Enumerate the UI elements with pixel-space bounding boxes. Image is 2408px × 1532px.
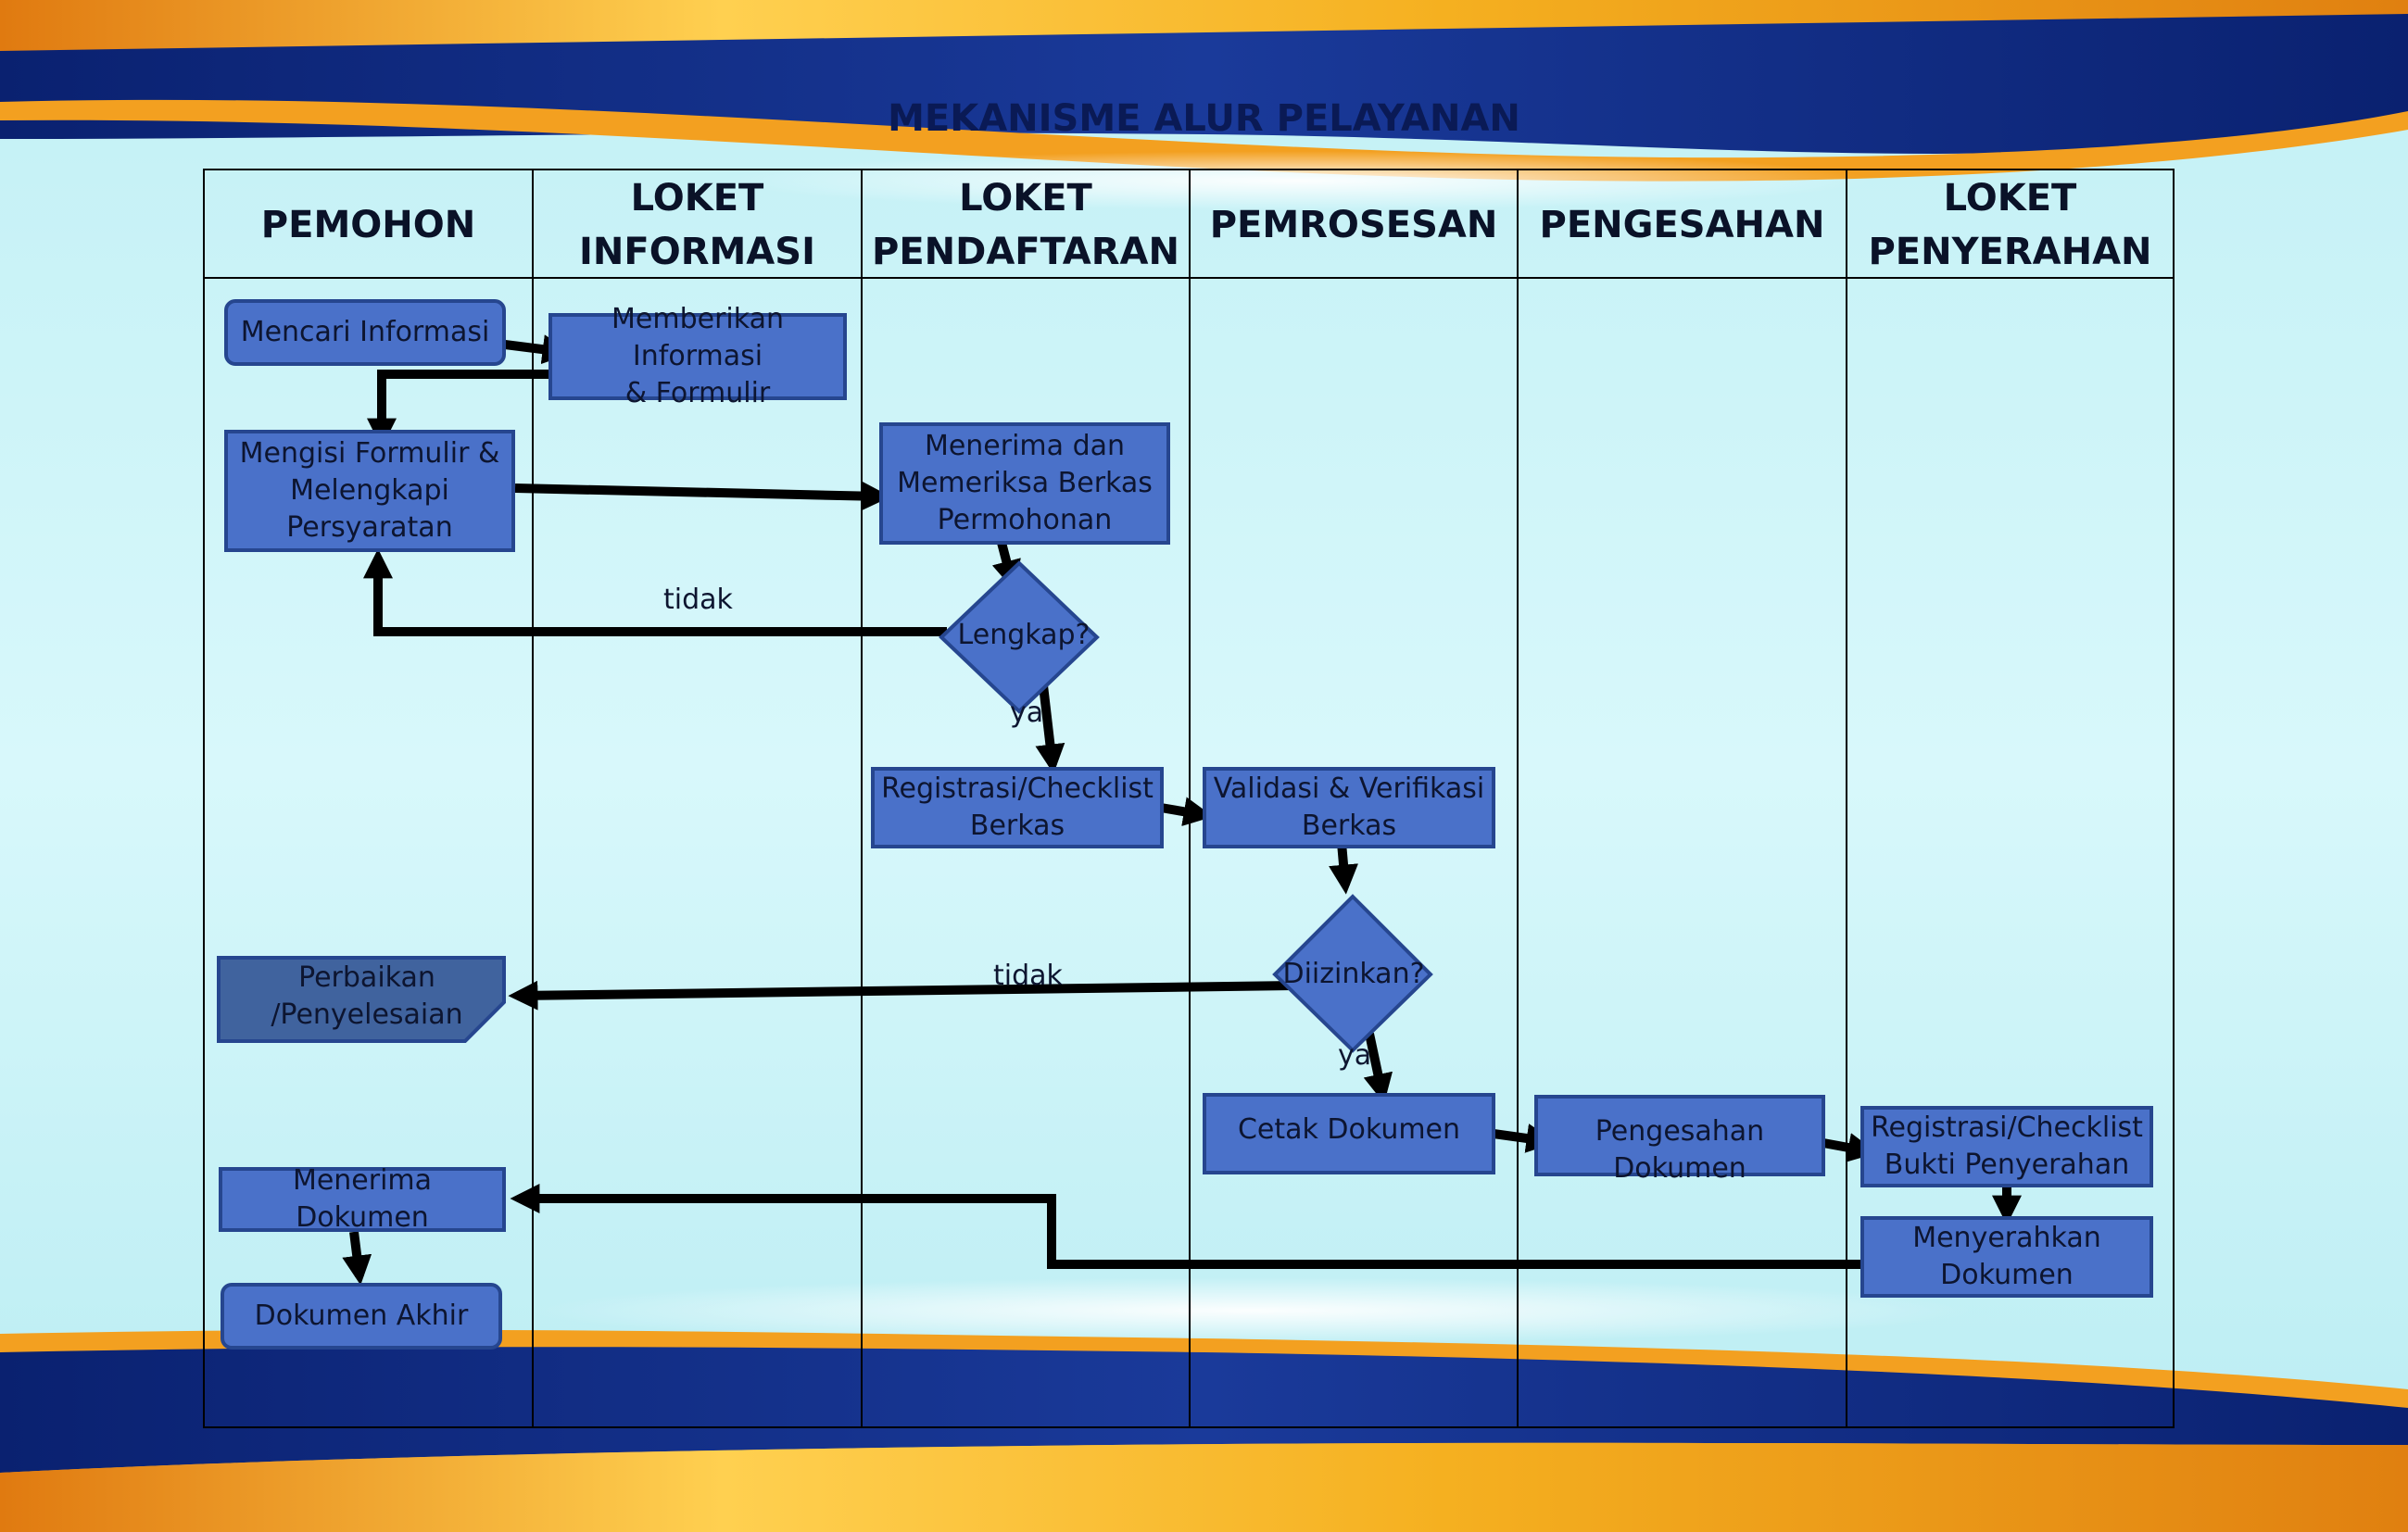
lane-header-loket-pendaftaran: LOKET PENDAFTARAN [872,176,1179,273]
edge-label-ya-2: ya [1338,1039,1372,1072]
diizinkan-label: Diizinkan? [1282,958,1425,990]
edge-label-tidak-2: tidak [993,960,1063,992]
node-cetak-dokumen: Cetak Dokumen [1203,1093,1495,1174]
page-title: MEKANISME ALUR PELAYANAN [888,97,1520,140]
lane-header-pengesahan: PENGESAHAN [1539,203,1825,246]
arrow-lengkap-tidak [362,548,947,636]
lane-header-pemrosesan: PEMROSESAN [1209,203,1498,246]
node-pengesahan-dokumen: Pengesahan Dokumen [1534,1095,1825,1185]
edge-label-ya-1: ya [1010,697,1044,729]
arrow-validasi-to-diizinkan [1329,842,1358,895]
arrow-menyerahkan-to-menerima-dokumen [510,1183,1860,1269]
bottom-banner [0,1277,2408,1532]
lengkap-label: Lengkap? [957,619,1091,651]
node-menerima-memeriksa: Menerima dan Memeriksa Berkas Permohonan [879,422,1170,545]
node-registrasi-berkas: Registrasi/Checklist Berkas [871,767,1164,848]
arrow-mengisi-to-menerima [514,481,891,511]
node-validasi: Validasi & Verifikasi Berkas [1203,767,1495,848]
perbaikan-shape [217,956,506,1043]
node-mengisi-formulir: Mengisi Formulir & Melengkapi Persyarata… [224,430,515,552]
node-menerima-dokumen: Menerima Dokumen [219,1164,506,1234]
top-banner [0,0,2408,210]
arrow-menerima-to-dokumen-akhir [342,1231,372,1286]
arrow-diizinkan-ya [1363,1032,1393,1104]
node-mencari-informasi: Mencari Informasi [224,299,506,366]
lane-header-loket-penyerahan: LOKET PENYERAHAN [1868,176,2152,273]
arrow-memberikan-to-mengisi [366,370,551,448]
arrow-lengkap-ya [1035,684,1065,774]
arrow-diizinkan-tidak [508,980,1300,1011]
diizinkan-diamond [1272,894,1433,1053]
lane-header-loket-informasi: LOKET INFORMASI [579,176,815,273]
node-dokumen-akhir: Dokumen Akhir [221,1283,502,1350]
lane-header-pemohon: PEMOHON [260,203,476,246]
perbaikan-label: Perbaikan /Penyelesaian [271,961,463,1031]
edge-label-tidak-1: tidak [663,584,733,616]
node-memberikan-informasi: Memberikan Informasi & Formulir [548,303,847,409]
lengkap-diamond [939,560,1100,714]
arrow-registrasi-to-validasi [1160,797,1214,827]
node-registrasi-bukti: Registrasi/Checklist Bukti Penyerahan [1860,1106,2153,1187]
node-menyerahkan: Menyerahkan Dokumen [1860,1216,2153,1298]
arrows [342,334,2023,1286]
